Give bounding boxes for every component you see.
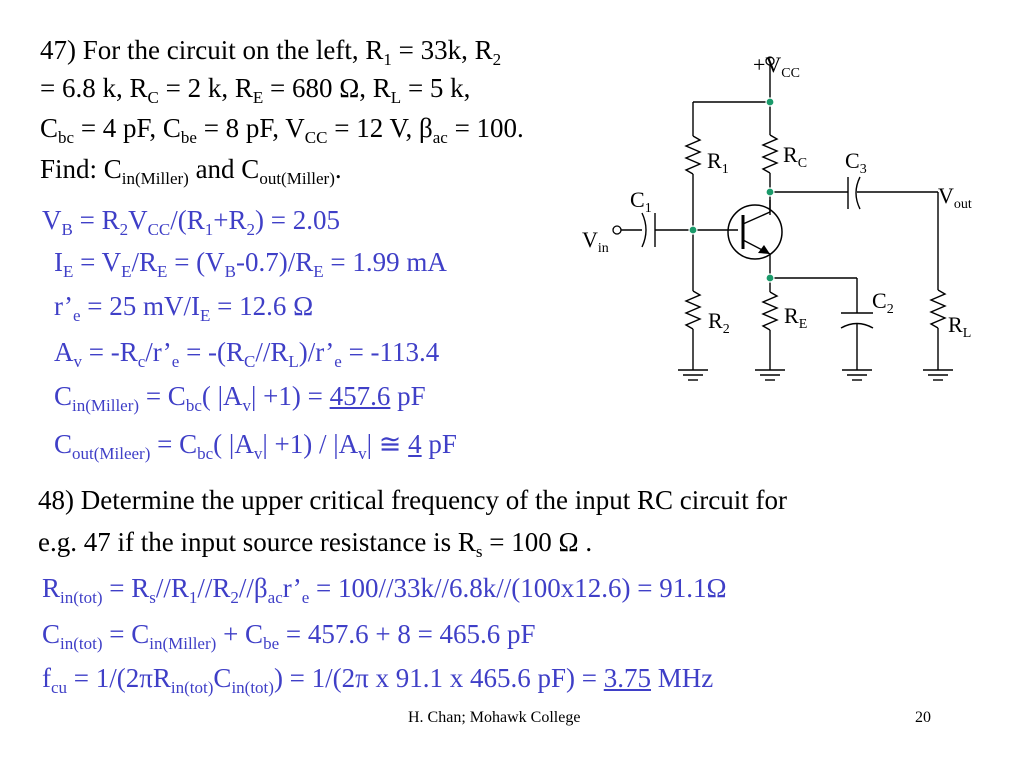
vout-label: Vout <box>938 183 972 212</box>
junction-node <box>765 273 775 283</box>
r1-label: R1 <box>707 148 729 177</box>
vin-label: Vin <box>582 227 609 256</box>
re-label: RE <box>784 303 807 332</box>
emitter-arrow <box>758 245 770 254</box>
solution48-cin-tot: Cin(tot) = Cin(Miller) + Cbe = 457.6 + 8… <box>42 619 536 653</box>
solution47-ie: IE = VE/RE = (VB-0.7)/RE = 1.99 mA <box>54 247 447 281</box>
solution47-cout-miller: Cout(Mileer) = Cbc( |Av| +1) / |Av| ≅ 4 … <box>54 429 457 463</box>
vin-terminal <box>612 225 622 235</box>
c3-label: C3 <box>845 148 867 177</box>
rl-label: RL <box>948 312 971 341</box>
problem47-line4: Find: Cin(Miller) and Cout(Miller). <box>40 154 342 188</box>
npn-transistor <box>727 204 783 260</box>
r2-resistor <box>684 290 702 330</box>
junction-node <box>688 225 698 235</box>
ground-symbol-re <box>755 369 785 381</box>
solution47-vb: VB = R2VCC/(R1+R2) = 2.05 <box>42 205 341 239</box>
solution48-rin: Rin(tot) = Rs//R1//R2//βacr’e = 100//33k… <box>42 573 727 607</box>
solution47-cin-miller: Cin(Miller) = Cbc( |Av| +1) = 457.6 pF <box>54 381 426 415</box>
answer-fcu: 3.75 <box>603 663 652 693</box>
approx-symbol: ≅ <box>378 429 402 459</box>
junction-node <box>765 97 775 107</box>
rc-resistor <box>761 134 779 174</box>
junction-node <box>765 187 775 197</box>
ground-symbol-r2 <box>678 369 708 381</box>
problem47-line2: = 6.8 k, RC = 2 k, RE = 680 Ω, RL = 5 k, <box>40 73 471 107</box>
c3-plate-right <box>855 176 861 210</box>
solution48-fcu: fcu = 1/(2πRin(tot)Cin(tot)) = 1/(2π x 9… <box>42 663 714 697</box>
problem47-line3: Cbc = 4 pF, Cbe = 8 pF, VCC = 12 V, βac … <box>40 113 524 147</box>
solution47-re: r’e = 25 mV/IE = 12.6 Ω <box>54 291 314 325</box>
answer-cout-miller: 4 <box>408 429 422 459</box>
problem47-line1: 47) For the circuit on the left, R1 = 33… <box>40 35 502 69</box>
answer-cin-miller: 457.6 <box>329 381 391 411</box>
ground-symbol-c2 <box>842 369 872 381</box>
vcc-label: +VCC <box>753 52 800 81</box>
c1-label: C1 <box>630 187 652 216</box>
re-resistor <box>761 291 779 331</box>
c1-plate-left <box>641 212 647 248</box>
solution47-av: Av = -Rc/r’e = -(RC//RL)/r’e = -113.4 <box>54 337 440 371</box>
rl-resistor <box>929 289 947 329</box>
ground-symbol-rl <box>923 369 953 381</box>
problem48-line1: 48) Determine the upper critical frequen… <box>38 485 787 515</box>
amplifier-circuit-diagram: +VCC R1 RC C3 Vout Vin C1 C2 RE R2 RL <box>582 52 972 381</box>
page-number: 20 <box>915 709 931 726</box>
footer-author: H. Chan; Mohawk College <box>408 709 581 726</box>
r1-resistor <box>684 135 702 175</box>
c2-label: C2 <box>872 288 894 317</box>
rc-label: RC <box>783 142 807 171</box>
r2-label: R2 <box>708 308 730 337</box>
problem48-line2: e.g. 47 if the input source resistance i… <box>38 527 593 561</box>
